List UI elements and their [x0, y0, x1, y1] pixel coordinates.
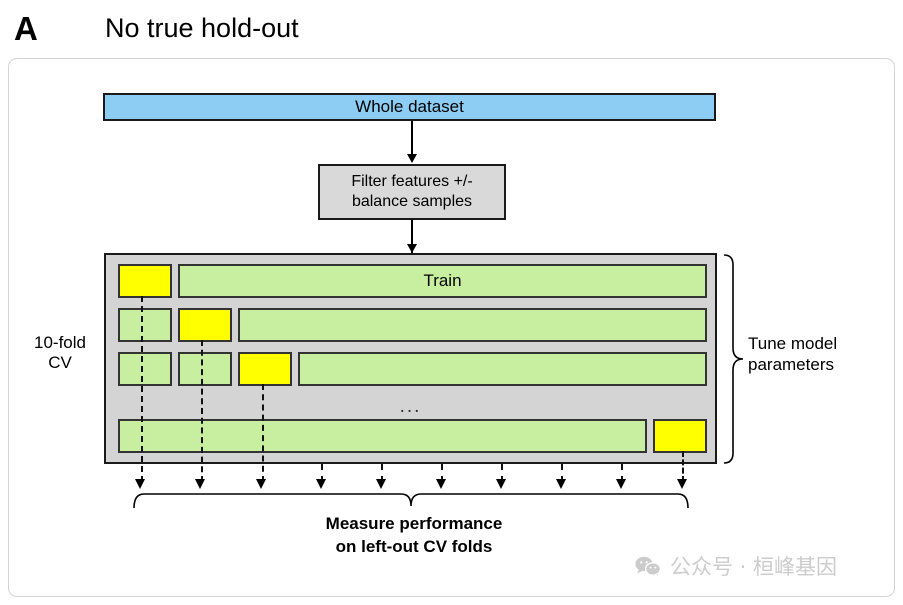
cv-train-block: [118, 308, 172, 342]
fold-dashed-connector: [201, 340, 203, 482]
measure-label-line-1: Measure performance: [325, 514, 503, 533]
fold-dashed-connector: [141, 296, 143, 482]
filter-features-box: Filter features +/- balance samples: [318, 164, 506, 220]
cv-label-line-1: 10-fold: [34, 333, 86, 352]
whole-dataset-bar: Whole dataset: [103, 93, 716, 121]
fold-dashed-connector: [621, 464, 623, 482]
cv-label: 10-fold CV: [18, 333, 102, 374]
cv-train-block: [238, 308, 707, 342]
cv-fold-row: [106, 352, 715, 386]
measure-performance-label: Measure performance on left-out CV folds: [140, 513, 688, 559]
whole-dataset-label: Whole dataset: [355, 97, 464, 116]
fold-dashed-connector: [321, 464, 323, 482]
cv-label-line-2: CV: [48, 353, 72, 373]
tune-brace: [723, 254, 744, 464]
fold-dashed-connector: [381, 464, 383, 482]
page-title: No true hold-out: [105, 13, 299, 43]
tune-model-label: Tune model parameters: [748, 333, 888, 376]
cv-fold-row: [106, 419, 715, 453]
panel-letter: A: [14, 10, 38, 47]
cv-train-block: [178, 352, 232, 386]
cv-test-fold: [238, 352, 292, 386]
tune-label-line-2: parameters: [748, 355, 834, 375]
cv-fold-row: [106, 308, 715, 342]
measure-label-line-2: on left-out CV folds: [335, 536, 493, 556]
wechat-icon: [635, 556, 661, 577]
cv-folds-container: Train ...: [104, 253, 717, 464]
filter-line-1: Filter features +/-: [351, 173, 473, 190]
fold-dashed-connector: [441, 464, 443, 482]
cv-train-block: Train: [178, 264, 707, 298]
cv-test-fold: [118, 264, 172, 298]
measure-brace: [133, 493, 689, 509]
cv-test-fold: [653, 419, 707, 453]
cv-train-block: [298, 352, 707, 386]
tune-label-line-1: Tune model: [748, 334, 838, 353]
fold-dashed-connector: [501, 464, 503, 482]
train-label: Train: [423, 271, 462, 290]
cv-train-block: [118, 419, 647, 453]
rows-ellipsis: ...: [399, 396, 422, 417]
cv-train-block: [118, 352, 172, 386]
fold-dashed-connector: [262, 384, 264, 482]
filter-line-2: balance samples: [351, 193, 473, 210]
fold-dashed-connector: [561, 464, 563, 482]
watermark: 公众号 · 桓峰基因: [635, 551, 837, 581]
fold-dashed-connector: [682, 451, 684, 482]
cv-fold-row: Train: [106, 264, 715, 298]
cv-test-fold: [178, 308, 232, 342]
watermark-text: 公众号 · 桓峰基因: [670, 555, 838, 579]
